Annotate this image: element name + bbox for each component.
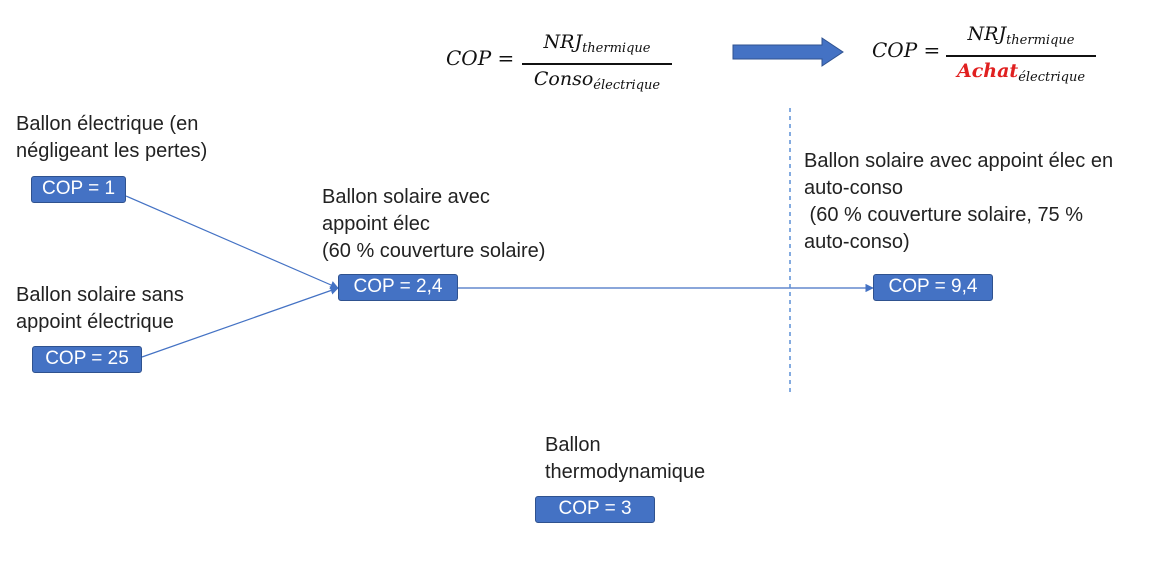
label-ballon-electrique: Ballon électrique (en négligeant les per… xyxy=(16,113,208,162)
cop-box-ballon-solaire-sans: COP = 25 xyxy=(32,346,142,373)
label-ballon-solaire-avec: Ballon solaire avec appoint élec (60 % c… xyxy=(322,186,546,262)
cop-box-ballon-autoconso: COP = 9,4 xyxy=(873,274,993,301)
formula-conso-fraction: NRJthermique Consoélectrique xyxy=(522,30,672,98)
formula-conso-lhs: COP = xyxy=(446,46,515,70)
formula-achat: COP = NRJthermique Achatélectrique xyxy=(872,22,1112,85)
label-ballon-thermo: Ballon thermodynamique xyxy=(545,434,706,483)
formula-conso: COP = NRJthermique Consoélectrique xyxy=(446,30,686,93)
label-ballon-solaire-sans: Ballon solaire sans appoint électrique xyxy=(16,284,184,333)
block-arrow xyxy=(732,37,844,67)
formula-achat-denominator: Achatélectrique xyxy=(956,59,1086,85)
achat-highlight: Achat xyxy=(956,59,1019,82)
cop-box-ballon-electrique: COP = 1 xyxy=(31,176,126,203)
fraction-bar xyxy=(946,55,1096,57)
formula-conso-denominator: Consoélectrique xyxy=(533,67,661,93)
fraction-bar xyxy=(522,63,672,65)
formula-achat-lhs: COP = xyxy=(872,38,941,62)
formula-achat-numerator: NRJthermique xyxy=(967,23,1075,48)
formula-achat-fraction: NRJthermique Achatélectrique xyxy=(946,22,1096,90)
label-ballon-autoconso: Ballon solaire avec appoint élec en auto… xyxy=(804,150,1114,253)
connector-electrique-to-solaire xyxy=(125,195,339,289)
formula-conso-numerator: NRJthermique xyxy=(543,31,651,56)
cop-box-ballon-thermo: COP = 3 xyxy=(535,496,655,523)
connector-sans-to-solaire xyxy=(141,286,339,358)
cop-box-ballon-solaire-avec: COP = 2,4 xyxy=(338,274,458,301)
